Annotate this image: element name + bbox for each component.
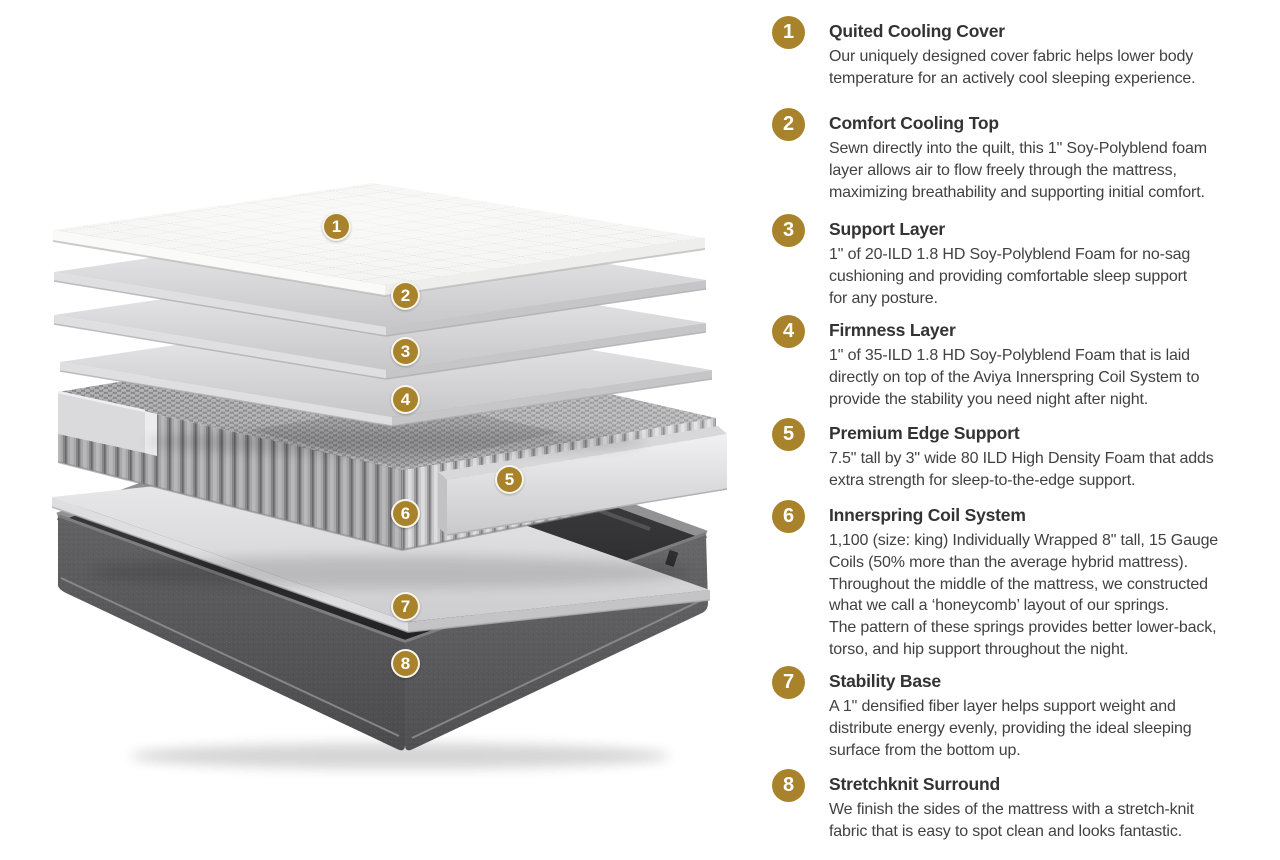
legend-badge-1: 1 (772, 16, 805, 49)
legend-item-3: 3 Support Layer 1" of 20-ILD 1.8 HD Soy-… (772, 214, 1270, 309)
legend-text-3: Support Layer 1" of 20-ILD 1.8 HD Soy-Po… (829, 217, 1270, 309)
legend-text-5: Premium Edge Support 7.5" tall by 3" wid… (829, 421, 1270, 492)
legend-badge-3: 3 (772, 214, 805, 247)
base-side-tag (665, 550, 679, 567)
layer-description: 1,100 (size: king) Individually Wrapped … (829, 532, 1219, 658)
layer-title: Premium Edge Support (829, 423, 1020, 443)
diagram-badge-1: 1 (322, 212, 351, 241)
layer-title: Support Layer (829, 219, 946, 239)
quilted-cover-layer (52, 183, 706, 298)
legend-item-6: 6 Innerspring Coil System 1,100 (size: k… (772, 500, 1270, 661)
diagram-badge-2: 2 (391, 281, 420, 310)
legend-text-6: Innerspring Coil System 1,100 (size: kin… (829, 503, 1270, 661)
mattress-exploded-view-illustration (51, 183, 728, 769)
layer-title: Stretchknit Surround (829, 774, 1001, 794)
legend-badge-2: 2 (772, 108, 805, 141)
legend-text-2: Comfort Cooling Top Sewn directly into t… (829, 111, 1270, 203)
layer-description: A 1" densified fiber layer helps support… (829, 698, 1192, 759)
legend-item-2: 2 Comfort Cooling Top Sewn directly into… (772, 108, 1270, 203)
legend-item-8: 8 Stretchknit Surround We finish the sid… (772, 769, 1270, 843)
diagram-badge-4: 4 (391, 385, 420, 414)
layer-description: 1" of 20-ILD 1.8 HD Soy-Polyblend Foam f… (829, 246, 1191, 307)
mattress-diagram: 1 2 3 4 5 6 7 8 (51, 183, 728, 769)
layer-title: Innerspring Coil System (829, 505, 1026, 525)
diagram-badge-3: 3 (391, 337, 420, 366)
diagram-badge-6: 6 (391, 499, 420, 528)
diagram-badge-5: 5 (495, 465, 524, 494)
legend-badge-6: 6 (772, 500, 805, 533)
layer-title: Stability Base (829, 671, 941, 691)
legend-badge-8: 8 (772, 769, 805, 802)
legend-item-4: 4 Firmness Layer 1" of 35-ILD 1.8 HD Soy… (772, 315, 1270, 410)
legend-item-7: 7 Stability Base A 1" densified fiber la… (772, 666, 1270, 761)
legend-text-1: Quited Cooling Cover Our uniquely design… (829, 19, 1270, 90)
legend-badge-7: 7 (772, 666, 805, 699)
layer-description: Sewn directly into the quilt, this 1" So… (829, 140, 1207, 201)
legend-item-1: 1 Quited Cooling Cover Our uniquely desi… (772, 16, 1270, 90)
diagram-badge-8: 8 (391, 649, 420, 678)
legend-item-5: 5 Premium Edge Support 7.5" tall by 3" w… (772, 418, 1270, 492)
layer-description: Our uniquely designed cover fabric helps… (829, 48, 1196, 87)
legend-text-8: Stretchknit Surround We finish the sides… (829, 772, 1270, 843)
legend-text-4: Firmness Layer 1" of 35-ILD 1.8 HD Soy-P… (829, 318, 1270, 410)
layer-description: We finish the sides of the mattress with… (829, 801, 1194, 840)
layer-title: Firmness Layer (829, 320, 956, 340)
layer-title: Quited Cooling Cover (829, 21, 1005, 41)
layer-description: 7.5" tall by 3" wide 80 ILD High Density… (829, 450, 1214, 489)
layer-description: 1" of 35-ILD 1.8 HD Soy-Polyblend Foam t… (829, 347, 1200, 408)
layer-title: Comfort Cooling Top (829, 113, 999, 133)
legend-text-7: Stability Base A 1" densified fiber laye… (829, 669, 1270, 761)
legend-badge-5: 5 (772, 418, 805, 451)
diagram-badge-7: 7 (391, 592, 420, 621)
legend-badge-4: 4 (772, 315, 805, 348)
